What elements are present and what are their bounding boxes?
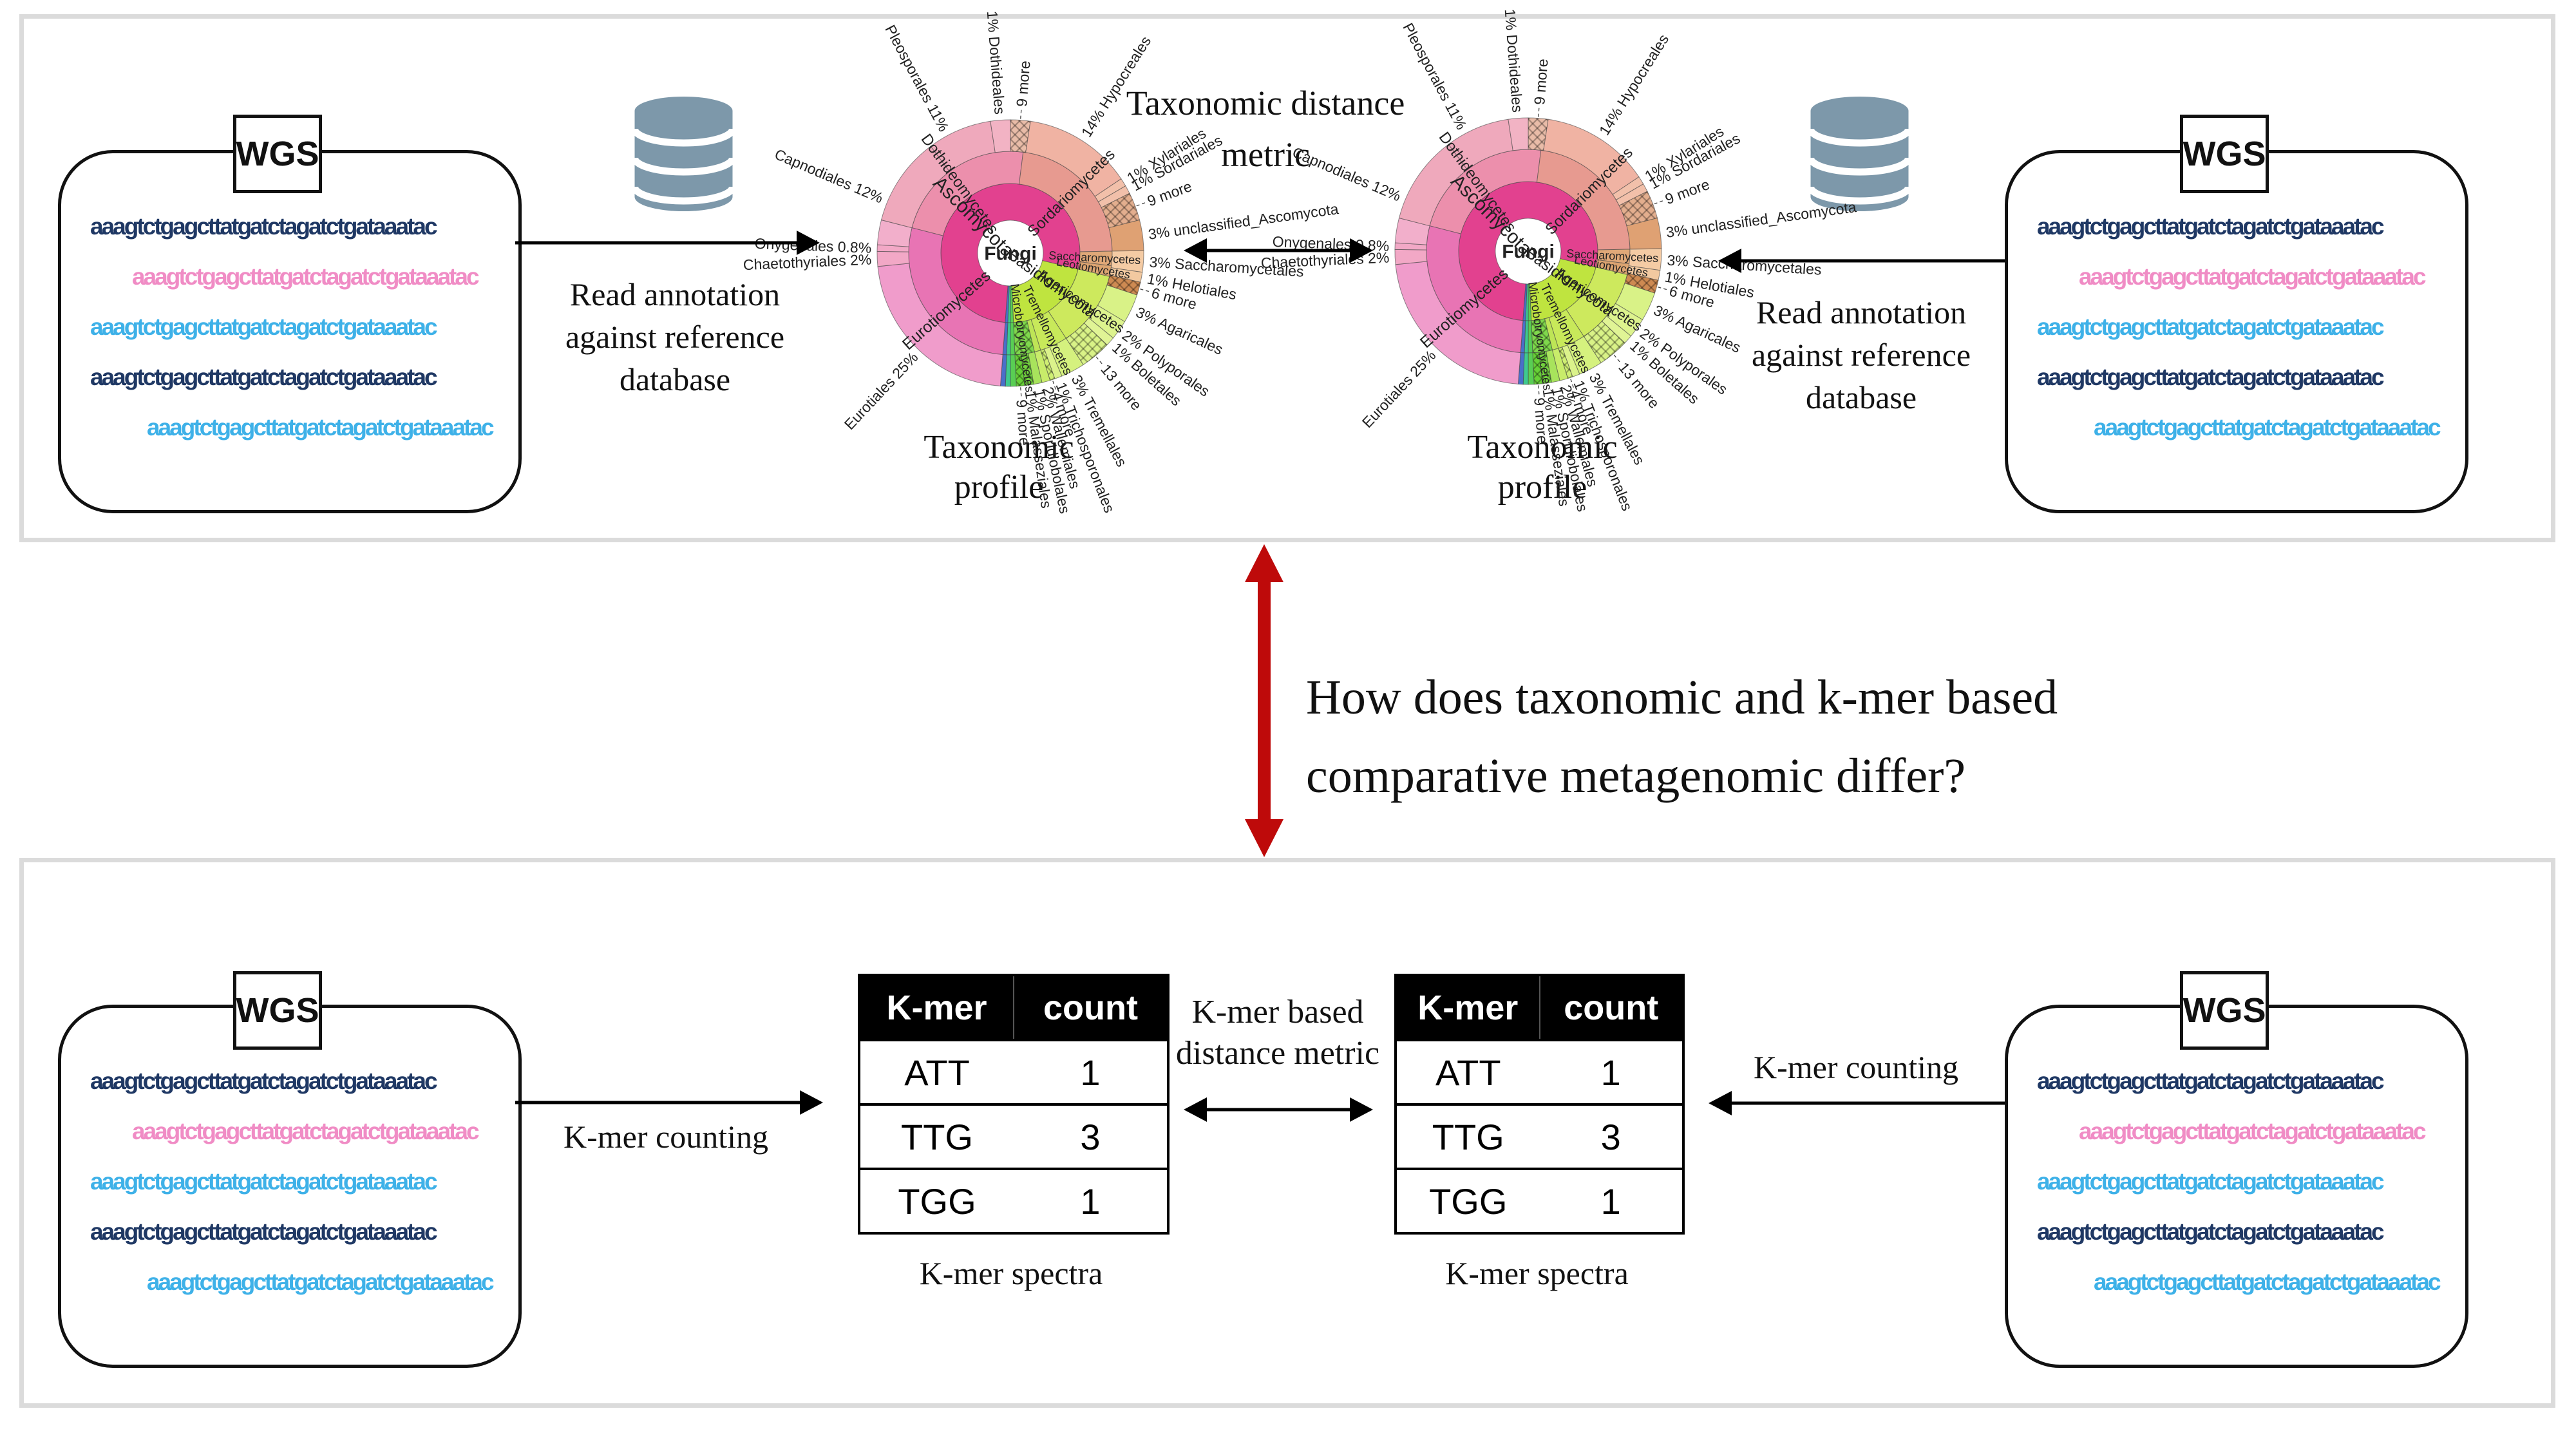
wgs-tag-top-left: WGS: [233, 115, 322, 193]
read-sequences-bottom-left: aaagtctgagcttatgatctagatctgataaatac aaagt…: [90, 1056, 495, 1307]
kmer-table-cell: ATT: [904, 1052, 970, 1093]
kmer-table-cell: ATT: [1435, 1052, 1501, 1093]
kmer-table-cell: 3: [1600, 1116, 1621, 1157]
arrow-kmer-distance: [1184, 1097, 1373, 1122]
sequence-read: aaagtctgagcttatgatctagatctgataaatac: [147, 414, 495, 440]
wgs-tag-bottom-right: WGS: [2180, 971, 2269, 1050]
taxonomic-profile-label-left: Taxonomic profile: [923, 429, 1074, 506]
kmer-distance-metric-label: K-mer based distance metric: [1175, 994, 1380, 1072]
sequence-read: aaagtctgagcttatgatctagatctgataaatac: [2037, 1168, 2385, 1195]
svg-text:9 more: 9 more: [1531, 58, 1551, 105]
kmer-spectra-label-right: K-mer spectra: [1445, 1255, 1629, 1291]
kmer-table-header: K-mer: [886, 988, 987, 1027]
sequence-read: aaagtctgagcttatgatctagatctgataaatac: [2037, 314, 2385, 340]
sequence-read: aaagtctgagcttatgatctagatctgataaatac: [2079, 1118, 2427, 1144]
svg-text:9 more: 9 more: [1531, 397, 1551, 444]
research-question-text: How does taxonomic and k-mer based compa…: [1306, 670, 2058, 803]
red-comparison-arrow: [1245, 544, 1283, 857]
read-annotation-label-right: Read annotation against reference databa…: [1751, 294, 1971, 415]
sequence-read: aaagtctgagcttatgatctagatctgataaatac: [90, 1068, 438, 1094]
kmer-table-row: TGG 1: [1397, 1168, 1682, 1232]
sequence-read: aaagtctgagcttatgatctagatctgataaatac: [90, 1168, 438, 1195]
sequence-read: aaagtctgagcttatgatctagatctgataaatac: [2037, 364, 2385, 390]
taxonomic-distance-metric-label: Taxonomic distance metric: [1126, 84, 1405, 174]
taxonomic-profile-label-right: Taxonomic profile: [1467, 429, 1618, 506]
kmer-table-cell: TGG: [898, 1180, 976, 1222]
kmer-table-cell: TTG: [1432, 1116, 1504, 1157]
sequence-read: aaagtctgagcttatgatctagatctgataaatac: [2037, 1218, 2385, 1245]
wgs-tag-top-right: WGS: [2180, 115, 2269, 193]
kmer-table-row: TTG 3: [860, 1103, 1167, 1168]
sequence-read: aaagtctgagcttatgatctagatctgataaatac: [2094, 1269, 2441, 1295]
sequence-read: aaagtctgagcttatgatctagatctgataaatac: [90, 1218, 438, 1245]
kmer-table-header: count: [1013, 976, 1167, 1039]
read-annotation-label-left: Read annotation against reference databa…: [565, 276, 785, 397]
sequence-read: aaagtctgagcttatgatctagatctgataaatac: [2037, 1068, 2385, 1094]
sequence-read: aaagtctgagcttatgatctagatctgataaatac: [2037, 213, 2385, 240]
sequence-read: aaagtctgagcttatgatctagatctgataaatac: [90, 364, 438, 390]
sequence-read: aaagtctgagcttatgatctagatctgataaatac: [147, 1269, 495, 1295]
kmer-spectra-label-left: K-mer spectra: [919, 1255, 1103, 1291]
svg-text:Fungi: Fungi: [984, 243, 1037, 265]
wgs-reads-box-top-left: [58, 150, 522, 513]
kmer-table-cell: TGG: [1429, 1180, 1508, 1222]
kmer-table-row: TGG 1: [860, 1168, 1167, 1232]
kmer-table-header: count: [1539, 976, 1683, 1039]
read-sequences-bottom-right: aaagtctgagcttatgatctagatctgataaatac aaagt…: [2037, 1056, 2441, 1307]
kmer-table-cell: 3: [1080, 1116, 1101, 1157]
arrow-kmer-counting-left: [515, 1090, 823, 1115]
sequence-read: aaagtctgagcttatgatctagatctgataaatac: [132, 1118, 480, 1144]
kmer-table-cell: 1: [1600, 1052, 1621, 1093]
kmer-table-cell: 1: [1080, 1180, 1101, 1222]
sequence-read: aaagtctgagcttatgatctagatctgataaatac: [2079, 263, 2427, 290]
svg-text:9 more: 9 more: [1013, 399, 1033, 446]
database-icon-right: [1807, 97, 1912, 211]
wgs-reads-box-bottom-right: [2005, 1005, 2468, 1368]
wgs-reads-box-top-right: [2005, 150, 2468, 513]
sequence-read: aaagtctgagcttatgatctagatctgataaatac: [90, 314, 438, 340]
arrow-read-annotation-left: [515, 231, 820, 255]
kmer-table-header: K-mer: [1417, 988, 1519, 1027]
svg-text:Fungi: Fungi: [1502, 242, 1555, 263]
sequence-read: aaagtctgagcttatgatctagatctgataaatac: [132, 263, 480, 290]
kmer-table-cell: TTG: [901, 1116, 973, 1157]
arrow-kmer-counting-right: [1709, 1091, 2005, 1115]
kmer-table-row: TTG 3: [1397, 1103, 1682, 1168]
kmer-table-row: ATT 1: [860, 1039, 1167, 1103]
sequence-read: aaagtctgagcttatgatctagatctgataaatac: [2094, 414, 2441, 440]
database-icon-left: [631, 97, 736, 211]
read-sequences-top-right: aaagtctgagcttatgatctagatctgataaatac aaagt…: [2037, 202, 2441, 453]
kmer-table-cell: 1: [1600, 1180, 1621, 1222]
kmer-table-row: ATT 1: [1397, 1039, 1682, 1103]
kmer-counting-label-right: K-mer counting: [1754, 1049, 1958, 1085]
arrow-read-annotation-right: [1718, 249, 2005, 273]
read-sequences-top-left: aaagtctgagcttatgatctagatctgataaatac aaagt…: [90, 202, 495, 453]
kmer-counting-label-left: K-mer counting: [564, 1119, 768, 1155]
svg-text:9 more: 9 more: [1013, 60, 1033, 107]
sequence-read: aaagtctgagcttatgatctagatctgataaatac: [90, 213, 438, 240]
arrow-taxonomic-distance: [1184, 238, 1373, 263]
kmer-table-cell: 1: [1080, 1052, 1101, 1093]
wgs-tag-bottom-left: WGS: [233, 971, 322, 1050]
wgs-reads-box-bottom-left: [58, 1005, 522, 1368]
